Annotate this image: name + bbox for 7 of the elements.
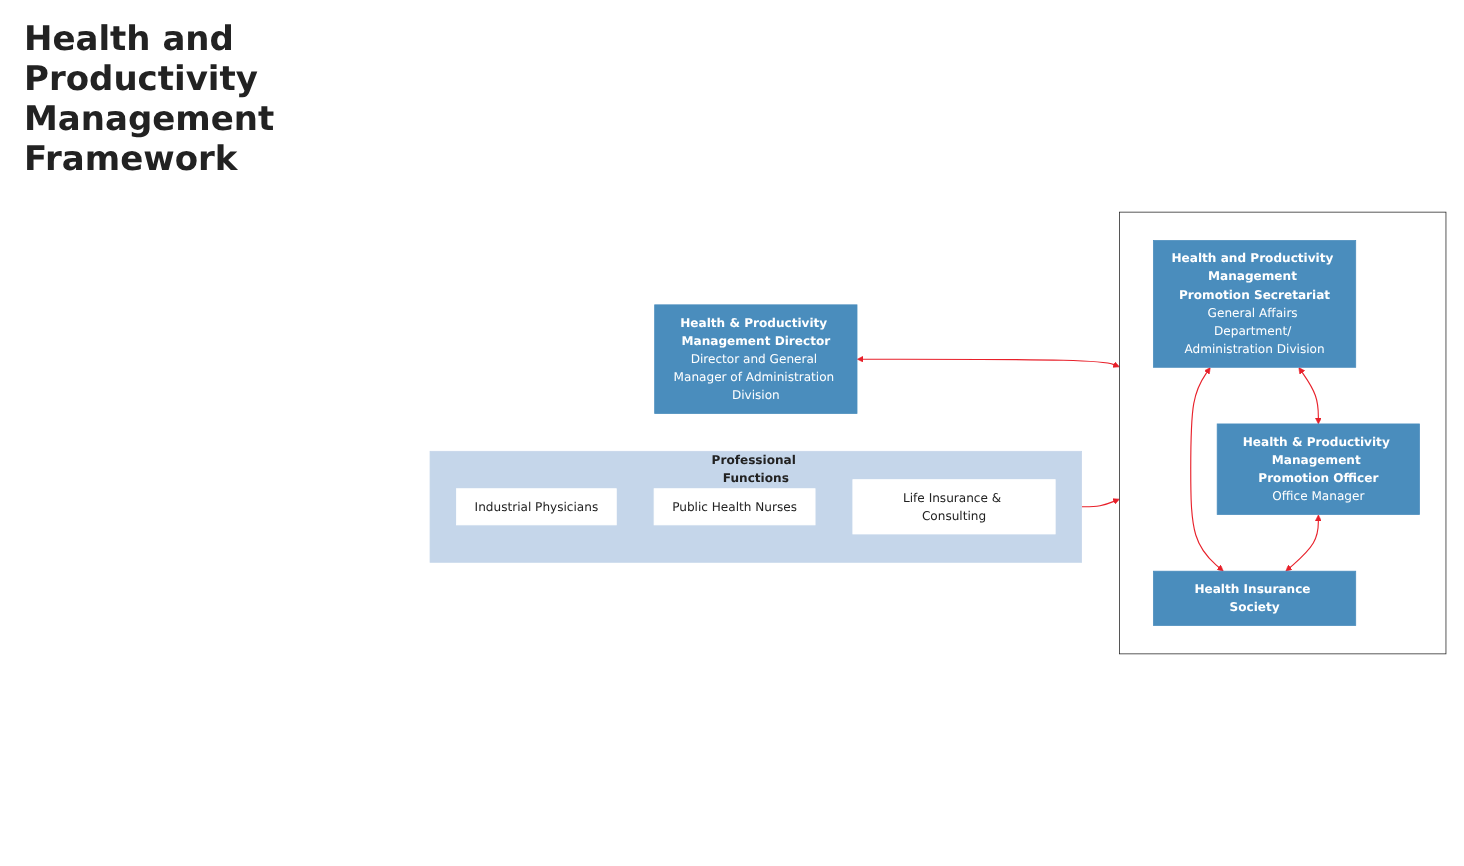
arrow <box>857 355 1120 368</box>
diagram-title: Health and Productivity Management Framework <box>24 20 277 184</box>
arrow <box>1298 367 1322 425</box>
arrow <box>1285 514 1322 572</box>
cluster <box>1119 211 1447 655</box>
arrow <box>1081 498 1120 508</box>
arrow <box>1190 367 1224 572</box>
